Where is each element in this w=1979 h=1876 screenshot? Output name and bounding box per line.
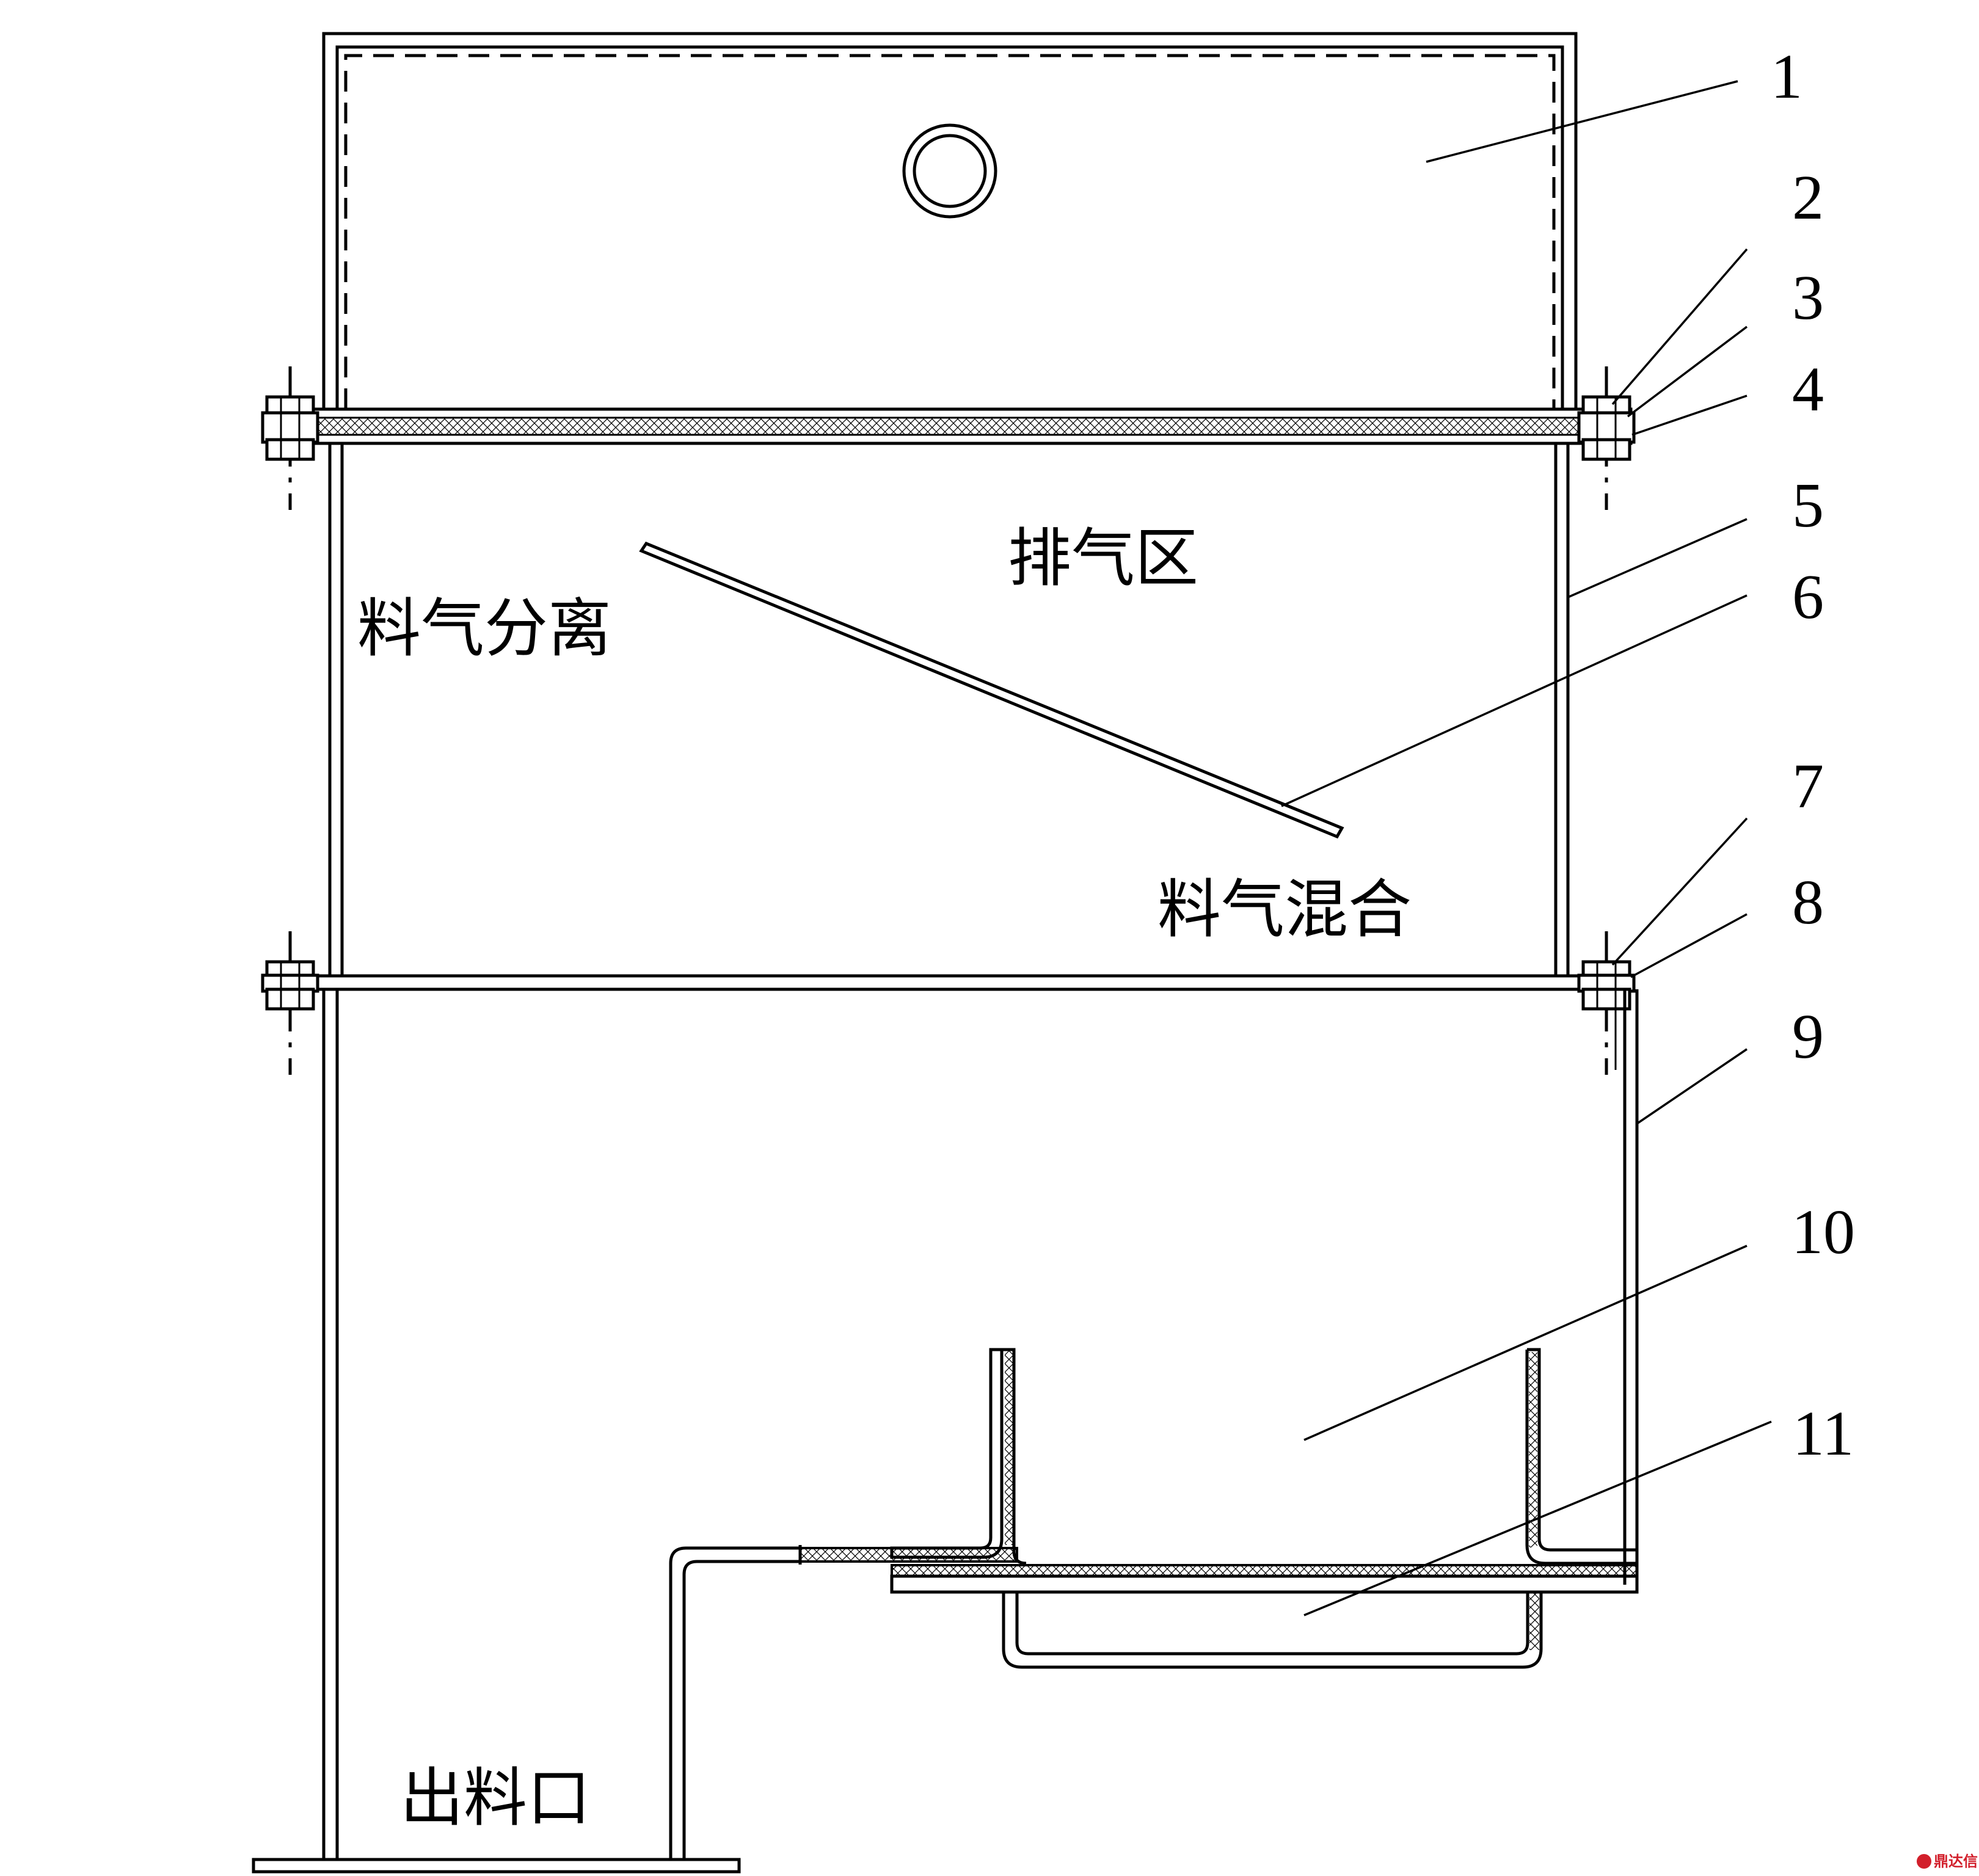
leader-lines <box>1281 80 1772 1616</box>
upper-flange <box>285 407 1633 445</box>
callout-1: 1 <box>1771 42 1802 112</box>
watermark-logo-icon <box>1917 1854 1931 1869</box>
vent-port-outer <box>902 123 997 219</box>
callout-6: 6 <box>1792 562 1824 632</box>
baffle-plate <box>639 541 1344 839</box>
callout-4: 4 <box>1792 354 1824 424</box>
leader-7 <box>1611 817 1748 966</box>
middle-chamber <box>328 443 1570 977</box>
leader-1 <box>1426 80 1738 163</box>
callout-10: 10 <box>1791 1197 1855 1267</box>
base-plate <box>252 1858 741 1874</box>
label-mixing-zone: 料气混合 <box>1157 872 1412 947</box>
bolt-upper-left <box>261 366 319 510</box>
label-exhaust-zone: 排气区 <box>1008 521 1198 595</box>
bolt-lower-right <box>1577 931 1636 1075</box>
vent-port-inner <box>913 134 987 208</box>
callout-11: 11 <box>1793 1398 1854 1469</box>
zone-labels: 排气区 料气分离 料气混合 出料口 <box>357 521 1412 1835</box>
bolt-lower-left <box>261 931 319 1075</box>
leader-3 <box>1627 325 1748 418</box>
callout-7: 7 <box>1792 751 1824 821</box>
callout-3: 3 <box>1792 263 1824 333</box>
leader-10 <box>1303 1245 1748 1441</box>
bolt-upper-right <box>1577 366 1636 510</box>
watermark: 鼎达信 <box>1917 1853 1978 1870</box>
callout-2: 2 <box>1792 162 1824 233</box>
leader-8 <box>1630 913 1748 978</box>
lower-body <box>252 989 1639 1874</box>
lower-flange <box>285 974 1633 991</box>
callout-5: 5 <box>1792 470 1824 540</box>
leader-5 <box>1567 518 1748 598</box>
leader-4 <box>1631 394 1748 436</box>
label-outlet: 出料口 <box>400 1761 591 1835</box>
leader-9 <box>1636 1048 1748 1125</box>
leader-6 <box>1281 594 1748 807</box>
label-separation-zone: 料气分离 <box>357 591 611 666</box>
screen-trough <box>890 1348 1639 1669</box>
top-hood <box>322 32 1578 409</box>
leader-2 <box>1611 248 1748 405</box>
callout-numbers: 1 2 3 4 5 6 7 8 9 10 11 <box>1771 42 1855 1469</box>
leader-11 <box>1303 1420 1772 1616</box>
callout-9: 9 <box>1792 1002 1824 1072</box>
watermark-text: 鼎达信 <box>1934 1853 1978 1870</box>
callout-8: 8 <box>1792 867 1824 937</box>
